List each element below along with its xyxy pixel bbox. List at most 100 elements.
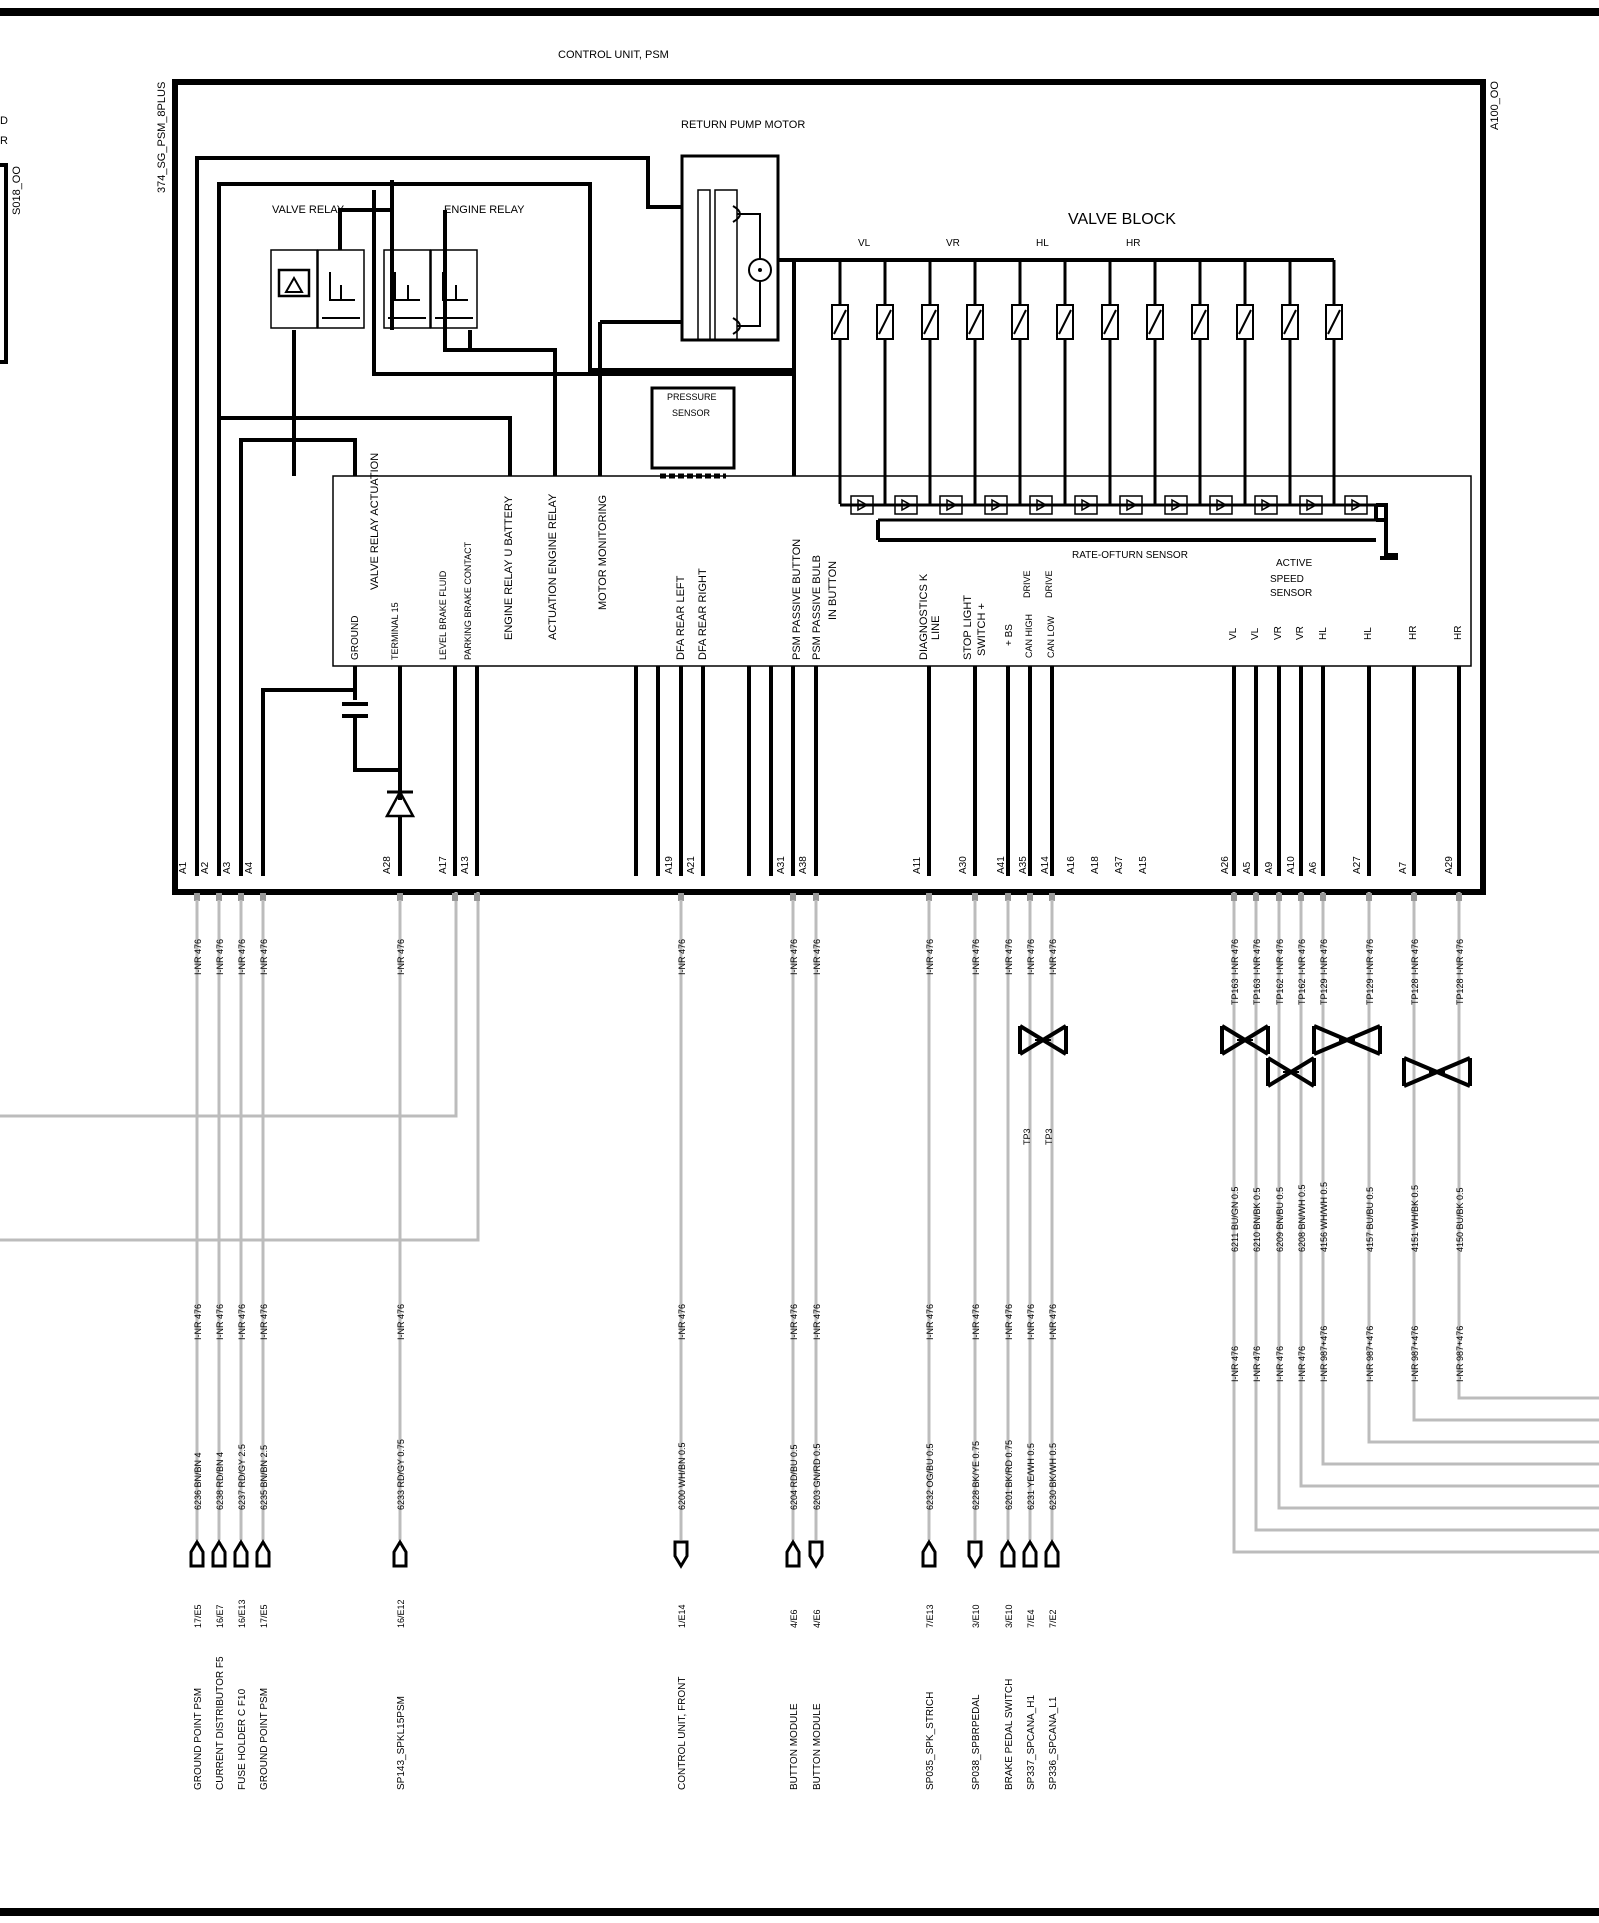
- destination-label: GROUND POINT PSM: [193, 1688, 204, 1790]
- harness-code: I-NR 476: [396, 939, 406, 975]
- grid-ref: 17/E5: [193, 1604, 203, 1628]
- pin-contact: [1411, 893, 1417, 901]
- fn-diagnostics-k: DIAGNOSTICS K: [918, 573, 930, 660]
- harness-code: I-NR 476: [215, 939, 225, 975]
- tp-label: TP128: [1455, 978, 1465, 1005]
- speed-sensor-label: HL: [1318, 627, 1329, 640]
- harness-code: I-NR 476: [1004, 1304, 1014, 1340]
- pin-contact: [813, 893, 819, 901]
- tp-label: TP3: [1044, 1128, 1054, 1145]
- tp-label: TP129: [1365, 978, 1375, 1005]
- pin-A3: A3: [222, 861, 233, 874]
- diagram-labels: CONTROL UNIT, PSM 374_SG_PSM_8PLUS A100_…: [0, 49, 1501, 660]
- pin-A14: A14: [1040, 856, 1051, 874]
- pin-A21: A21: [686, 856, 697, 874]
- wire-spec: 6204 RD/BU 0.5: [789, 1444, 799, 1510]
- fn-level-brake-fluid: LEVEL BRAKE FLUID: [438, 570, 448, 660]
- pin-A13: A13: [460, 856, 471, 874]
- fn-dfa-rear-right: DFA REAR RIGHT: [697, 568, 709, 660]
- fn-psm-passive-bulb: PSM PASSIVE BULB: [811, 555, 823, 660]
- grid-ref: 7/E13: [925, 1604, 935, 1628]
- grid-ref: 7/E2: [1048, 1609, 1058, 1628]
- grid-ref: 4/E6: [789, 1609, 799, 1628]
- pin-contact: [1049, 893, 1055, 901]
- pressure-sensor-label-1: PRESSURE: [667, 392, 717, 402]
- pin-A1: A1: [178, 861, 189, 874]
- pin-contact: [1276, 893, 1282, 901]
- fn-switch-plus: SWITCH +: [976, 603, 988, 656]
- harness-code: I-NR 476: [925, 939, 935, 975]
- harness-code: I-NR 987+476: [1319, 1326, 1329, 1382]
- speed-wire-spec: 4150 BU/BK 0.5: [1455, 1187, 1465, 1252]
- connector-terminal: [785, 1539, 801, 1568]
- pin-A28: A28: [382, 856, 393, 874]
- harness-code: I-NR 476: [193, 939, 203, 975]
- destination-label: SP038_SPBRPEDAL: [971, 1694, 982, 1790]
- destination-label: SP337_SPCANA_H1: [1026, 1695, 1037, 1790]
- tp-label: TP163: [1230, 978, 1240, 1005]
- pin-contact: [972, 893, 978, 901]
- fn-can-low: CAN LOW: [1046, 615, 1056, 658]
- wire-spec: 6231 YE/WH 0.5: [1026, 1443, 1036, 1510]
- diagram-lines: [0, 8, 1599, 1916]
- solenoid-slash: [968, 309, 982, 335]
- pin-contact: [678, 893, 684, 901]
- harness-connectors: [189, 893, 1462, 1569]
- connector-terminal: [255, 1539, 271, 1568]
- solenoid-slash: [1283, 309, 1297, 335]
- destination-label: SP143_SPKL15PSM: [396, 1696, 407, 1790]
- fn-motor-monitoring: MOTOR MONITORING: [597, 495, 609, 610]
- harness-code: I-NR 476: [789, 939, 799, 975]
- harness-code: I-NR 476: [1048, 939, 1058, 975]
- speed-wire-spec: 4156 WH/WH 0.5: [1319, 1182, 1329, 1252]
- pin-A11: A11: [912, 857, 923, 874]
- unit-code: 374_SG_PSM_8PLUS: [156, 82, 168, 193]
- return-pump-motor-label: RETURN PUMP MOTOR: [681, 119, 805, 131]
- connector-terminal: [189, 1539, 205, 1568]
- connector-terminal: [1044, 1539, 1060, 1568]
- fn-ground: GROUND: [350, 616, 361, 660]
- pin-A7: A7: [1398, 861, 1409, 874]
- harness-code: I-NR 476: [1365, 939, 1375, 975]
- pin-A30: A30: [958, 856, 969, 874]
- harness-code: I-NR 476: [1026, 939, 1036, 975]
- destination-label: BRAKE PEDAL SWITCH: [1004, 1679, 1015, 1790]
- valve-group-hl: HL: [1036, 238, 1049, 249]
- left-component-ref: S018_OO: [11, 166, 23, 215]
- wire-spec: 6201 BK/RD 0.75: [1004, 1440, 1014, 1510]
- connector-terminal: [808, 1540, 824, 1569]
- pin-A10: A10: [1286, 856, 1297, 874]
- pin-contact: [194, 893, 200, 901]
- fn-drive-2: DRIVE: [1044, 570, 1054, 598]
- pin-contact: [790, 893, 796, 901]
- harness-code: I-NR 476: [971, 939, 981, 975]
- pin-A26: A26: [1220, 856, 1231, 874]
- wire-spec: 6203 GN/RD 0.5: [812, 1443, 822, 1510]
- pin-contact: [216, 893, 222, 901]
- harness-code: I-NR 476: [259, 1304, 269, 1340]
- wire-spec: 6228 BK/YE 0.75: [971, 1441, 981, 1510]
- speed-sensor-label: VR: [1273, 626, 1284, 640]
- harness-code: I-NR 476: [1048, 1304, 1058, 1340]
- destination-label: SP336_SPCANA_L1: [1048, 1696, 1059, 1790]
- pin-contact: [1366, 893, 1372, 901]
- connector-terminal: [233, 1539, 249, 1568]
- harness-code: I-NR 476: [259, 939, 269, 975]
- pin-A31: A31: [776, 856, 787, 874]
- harness-code: I-NR 476: [1410, 939, 1420, 975]
- pin-A15: A15: [1138, 856, 1149, 874]
- pin-contact: [452, 893, 458, 901]
- fn-actuation-engine-relay: ACTUATION ENGINE RELAY: [547, 493, 559, 640]
- speed-wire-spec: 4151 WH/BK 0.5: [1410, 1185, 1420, 1252]
- pin-A16: A16: [1066, 856, 1077, 874]
- harness-code: I-NR 987+476: [1410, 1326, 1420, 1382]
- pressure-sensor-label-2: SENSOR: [672, 408, 711, 418]
- tp-label: TP162: [1297, 978, 1307, 1005]
- wire-spec: 6237 RD/GY 2.5: [237, 1444, 247, 1510]
- pin-contact: [474, 893, 480, 901]
- destination-label: CURRENT DISTRIBUTOR F5: [215, 1656, 226, 1790]
- connector-terminal: [1000, 1539, 1016, 1568]
- pin-A29: A29: [1444, 856, 1455, 874]
